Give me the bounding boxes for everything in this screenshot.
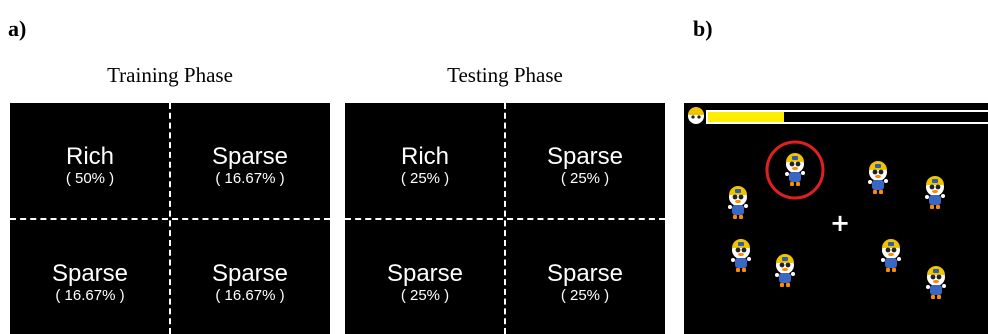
cell-name: Sparse [211, 143, 289, 170]
cell-name: Sparse [546, 143, 624, 170]
penguin-character[interactable] [926, 266, 946, 299]
penguin-character[interactable] [728, 186, 748, 219]
cell-name: Sparse [386, 259, 464, 287]
testing-cell-top-right: Sparse ( 25% ) [505, 103, 665, 219]
penguin-character[interactable] [868, 161, 888, 194]
cell-percentage: ( 16.67% ) [215, 286, 285, 304]
target-highlight-ring [765, 140, 825, 200]
training-cell-bottom-left: Sparse ( 16.67% ) [10, 219, 170, 334]
training-cell-top-right: Sparse ( 16.67% ) [170, 103, 330, 219]
testing-phase-title: Testing Phase [447, 63, 563, 87]
testing-cell-bottom-right: Sparse ( 25% ) [505, 219, 665, 334]
cell-percentage: ( 25% ) [560, 286, 610, 304]
training-grid: Rich ( 50% ) Sparse ( 16.67% ) Sparse ( … [10, 103, 330, 334]
penguin-character[interactable] [731, 239, 751, 272]
grid-divider-horizontal [10, 217, 330, 220]
training-cell-top-left: Rich ( 50% ) [10, 103, 170, 219]
cell-percentage: ( 25% ) [400, 286, 450, 304]
penguin-character[interactable] [925, 176, 945, 209]
cell-percentage: ( 50% ) [65, 170, 115, 187]
cell-percentage: ( 25% ) [400, 170, 450, 187]
progress-bar-fill [708, 112, 784, 122]
cell-name: Sparse [546, 259, 624, 287]
cell-name: Rich [65, 143, 114, 170]
testing-grid: Rich ( 25% ) Sparse ( 25% ) Sparse ( 25%… [345, 103, 665, 334]
testing-cell-top-left: Rich ( 25% ) [345, 103, 505, 219]
fixation-cross: + [830, 209, 850, 237]
panel-a-label: a) [8, 16, 27, 41]
cell-name: Rich [400, 143, 449, 170]
penguin-character-target[interactable] [785, 153, 805, 186]
cell-name: Sparse [51, 259, 129, 287]
penguin-character[interactable] [775, 254, 795, 287]
grid-divider-horizontal [345, 217, 665, 220]
cell-percentage: ( 16.67% ) [215, 170, 285, 187]
progress-icon [688, 107, 704, 124]
cell-name: Sparse [211, 259, 289, 287]
training-cell-bottom-right: Sparse ( 16.67% ) [170, 219, 330, 334]
testing-cell-bottom-left: Sparse ( 25% ) [345, 219, 505, 334]
penguin-character[interactable] [881, 239, 901, 272]
panel-b-label: b) [693, 16, 713, 41]
cell-percentage: ( 25% ) [560, 170, 610, 187]
cell-percentage: ( 16.67% ) [55, 286, 125, 304]
training-phase-title: Training Phase [107, 63, 233, 87]
game-canvas: + [688, 107, 988, 299]
game-screen: + [684, 103, 988, 334]
